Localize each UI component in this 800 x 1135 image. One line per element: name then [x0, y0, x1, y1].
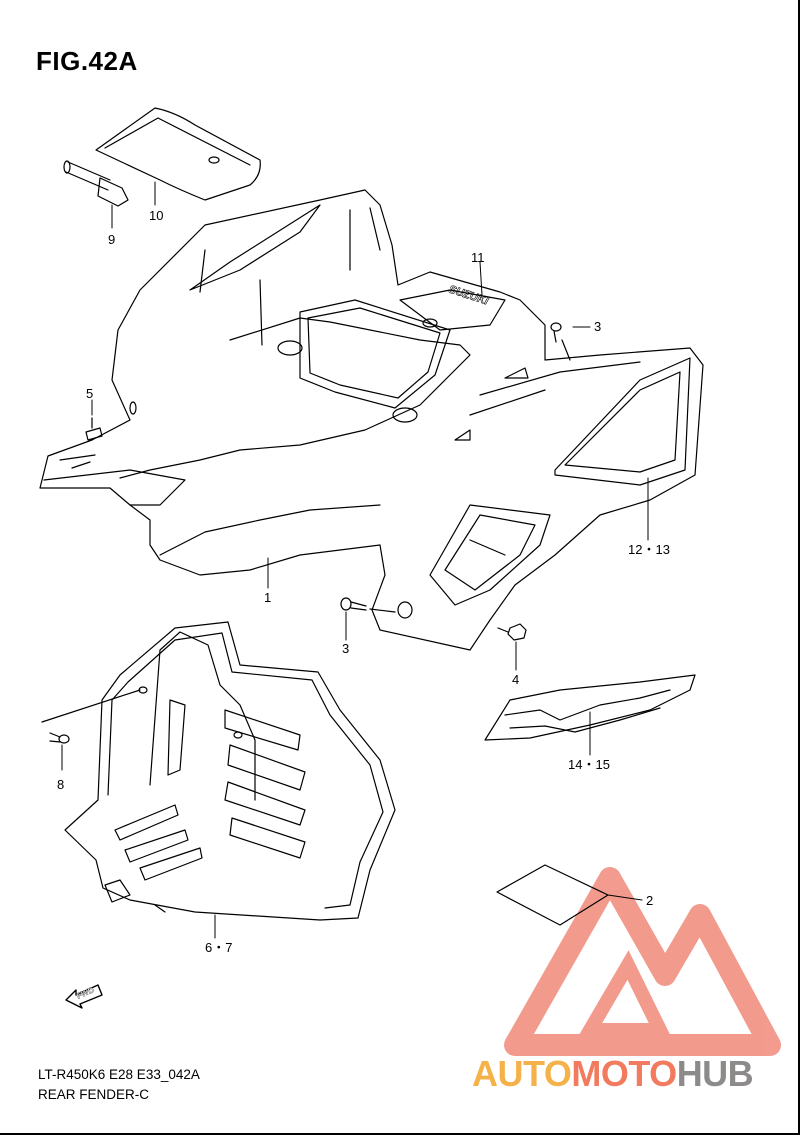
callout-3-lower: 3 [342, 641, 349, 656]
tool-rod-part [63, 160, 129, 207]
leader-lines [61, 181, 649, 939]
callout-1: 1 [264, 590, 271, 605]
callout-8: 8 [57, 777, 64, 792]
tool-bag-part [95, 107, 261, 201]
screw-part-8 [49, 732, 70, 744]
frame-border-bottom [0, 1133, 800, 1135]
watermark-part-3: HUB [676, 1053, 754, 1094]
callout-4: 4 [512, 672, 519, 687]
screw-top-right [550, 322, 571, 361]
fwd-arrow-icon [65, 984, 103, 1009]
watermark-text: AUTOMOTOHUB [472, 1053, 754, 1095]
figure-title: FIG.42A [36, 46, 138, 76]
callout-10: 10 [149, 208, 163, 223]
frame-border-right [798, 0, 800, 1135]
watermark-part-2: MOTO [571, 1053, 677, 1094]
decal-strip-part [484, 674, 696, 741]
screw-lower [340, 597, 396, 613]
callout-6-7: 6・7 [205, 940, 232, 955]
rear-fender-part [39, 189, 704, 651]
callout-2: 2 [646, 893, 653, 908]
callout-12-13: 12・13 [628, 542, 670, 557]
callout-9: 9 [108, 232, 115, 247]
mud-guard-part [41, 621, 396, 921]
nut-part [497, 623, 527, 641]
callout-5: 5 [86, 386, 93, 401]
callout-11: 11 [471, 250, 485, 265]
watermark-logo [504, 867, 781, 1056]
figure-code: LT-R450K6 E28 E33_042A [38, 1067, 200, 1082]
callout-14-15: 14・15 [568, 757, 610, 772]
watermark-part-1: AUTO [472, 1053, 572, 1094]
clip-part [85, 417, 103, 441]
callout-3-top: 3 [594, 319, 601, 334]
figure-name: REAR FENDER-C [38, 1087, 150, 1102]
